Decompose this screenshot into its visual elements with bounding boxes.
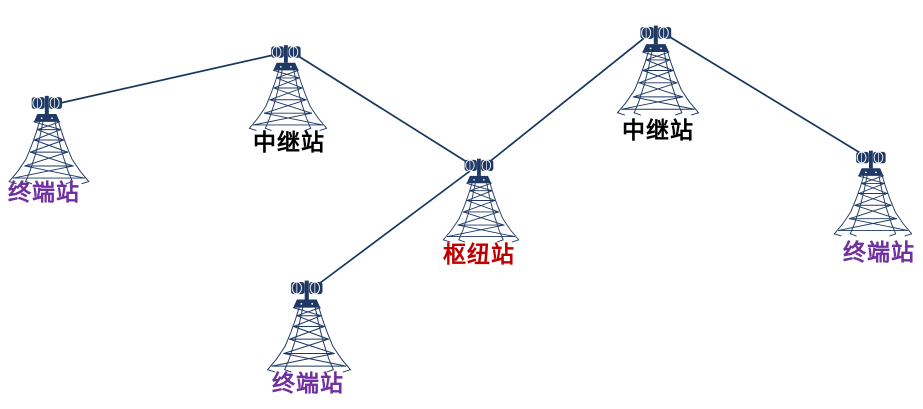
label-terminal-left: 终端站: [8, 180, 80, 206]
tower-terminal-left: [2, 95, 96, 185]
link-relay-left-to-hub: [294, 53, 471, 165]
tower-relay-right: [614, 24, 702, 117]
label-hub-center: 枢纽站: [443, 242, 515, 268]
link-hub-to-terminal-bottom: [315, 170, 471, 287]
tower-terminal-right: [831, 147, 915, 240]
tower-terminal-bottom: [264, 279, 354, 374]
label-relay-left: 中继站: [253, 130, 325, 156]
link-relay-right-to-terminal-right: [664, 33, 863, 155]
label-terminal-right: 终端站: [843, 240, 915, 266]
tower-relay-left: [246, 44, 330, 132]
tower-hub-center: [440, 157, 522, 244]
label-relay-right: 中继站: [622, 118, 694, 144]
label-terminal-bottom: 终端站: [272, 371, 344, 397]
link-terminal-left-to-relay-left: [55, 53, 279, 105]
link-hub-to-relay-right: [487, 34, 649, 164]
